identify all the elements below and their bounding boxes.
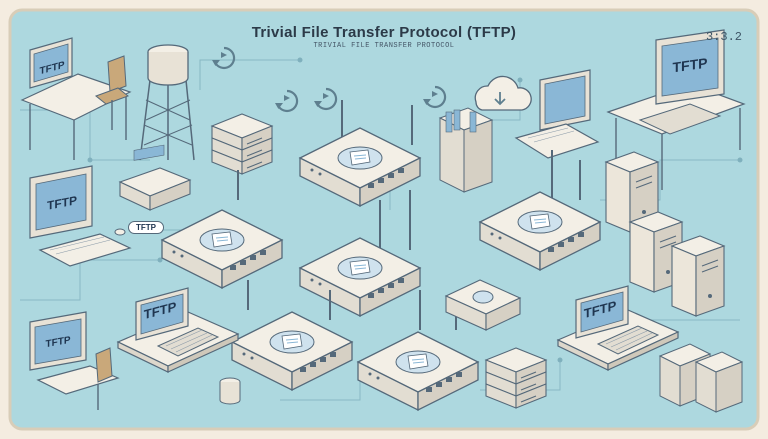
network-device-icon — [118, 144, 192, 211]
page-title: Trivial File Transfer Protocol (TFTP) — [251, 24, 517, 41]
desk-workstation-right — [606, 29, 746, 190]
office-chair-icon — [94, 55, 130, 130]
page-subtitle: TRIVIAL FILE TRANSFER PROTOCOL — [313, 42, 455, 50]
laptop-icon — [514, 69, 600, 159]
router-icon — [161, 100, 601, 411]
document-box-icon — [444, 279, 522, 331]
water-tower-icon — [139, 44, 195, 161]
storage-unit-icon — [658, 343, 744, 413]
version-label: 3:3.2 — [705, 30, 742, 44]
computer-icon — [29, 165, 132, 267]
cloud-refresh-icon — [474, 75, 532, 111]
canister-icon — [219, 377, 241, 405]
office-chair-icon — [95, 347, 113, 410]
desk-workstation — [20, 37, 132, 160]
computer-icon-lower — [29, 311, 120, 410]
tftp-badge: TFTP — [128, 221, 164, 234]
file-cabinet-icon — [438, 107, 494, 193]
